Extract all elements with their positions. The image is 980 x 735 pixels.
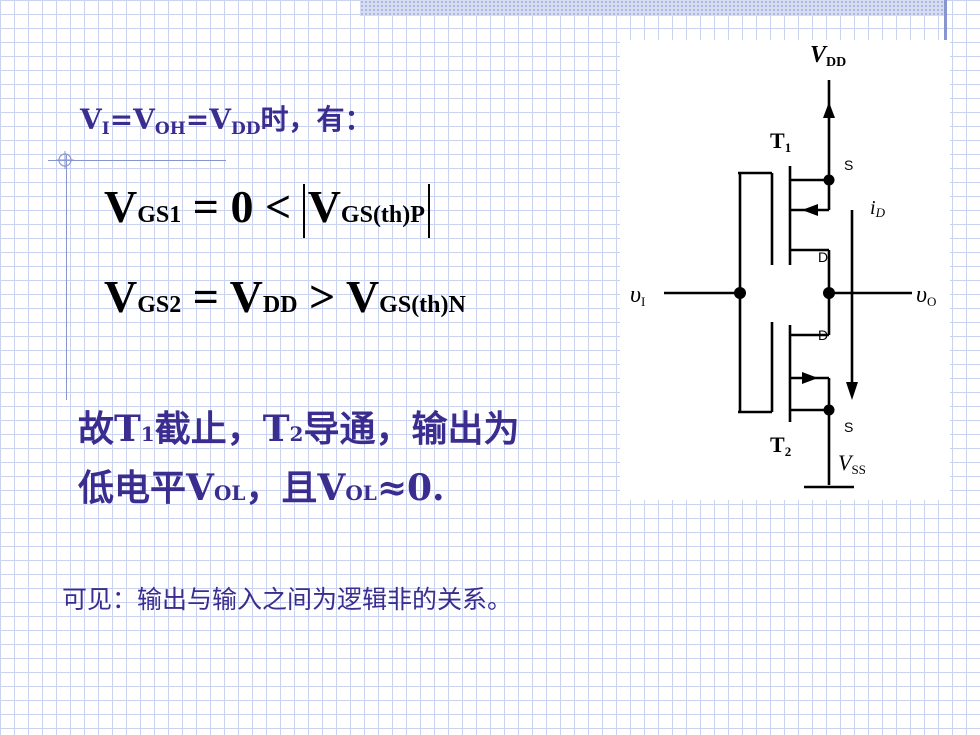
condition-line: VI=VOH=VDD时，有： [80,103,373,139]
equation-vgs1: VGS1 = 0 < VGS(th)P [104,180,430,238]
header-band [360,0,944,16]
svg-text:S: S [844,419,853,435]
svg-text:VSS: VSS [838,450,866,477]
svg-text:T2: T2 [770,432,791,459]
conclusion-line-2: 低电平VOL，且VOL≈0. [78,467,445,509]
crosshair-icon [56,151,74,169]
absolute-value: VGS(th)P [302,184,430,238]
equation-vgs2: VGS2 = VDD > VGS(th)N [104,271,466,322]
svg-text:VDD: VDD [810,42,846,70]
svg-text:S: S [844,157,853,173]
header-divider [944,0,947,46]
conclusion-line-1: 故T1截止，T2导通，输出为 [78,408,520,450]
margin-line-horizontal [48,160,226,161]
svg-text:υO: υO [916,282,936,309]
cmos-inverter-diagram: VDD T1 S D iD υI υO D S T2 VSS [620,40,950,500]
svg-text:υI: υI [630,282,645,309]
svg-text:iD: iD [870,197,886,220]
svg-text:D: D [818,327,828,343]
conclusion-text: 故T1截止，T2导通，输出为 低电平VOL，且VOL≈0. [78,402,519,520]
svg-text:T1: T1 [770,128,791,155]
margin-line-vertical [66,155,67,400]
svg-text:D: D [818,249,828,265]
summary-text: 可见：输出与输入之间为逻辑非的关系。 [62,585,513,614]
